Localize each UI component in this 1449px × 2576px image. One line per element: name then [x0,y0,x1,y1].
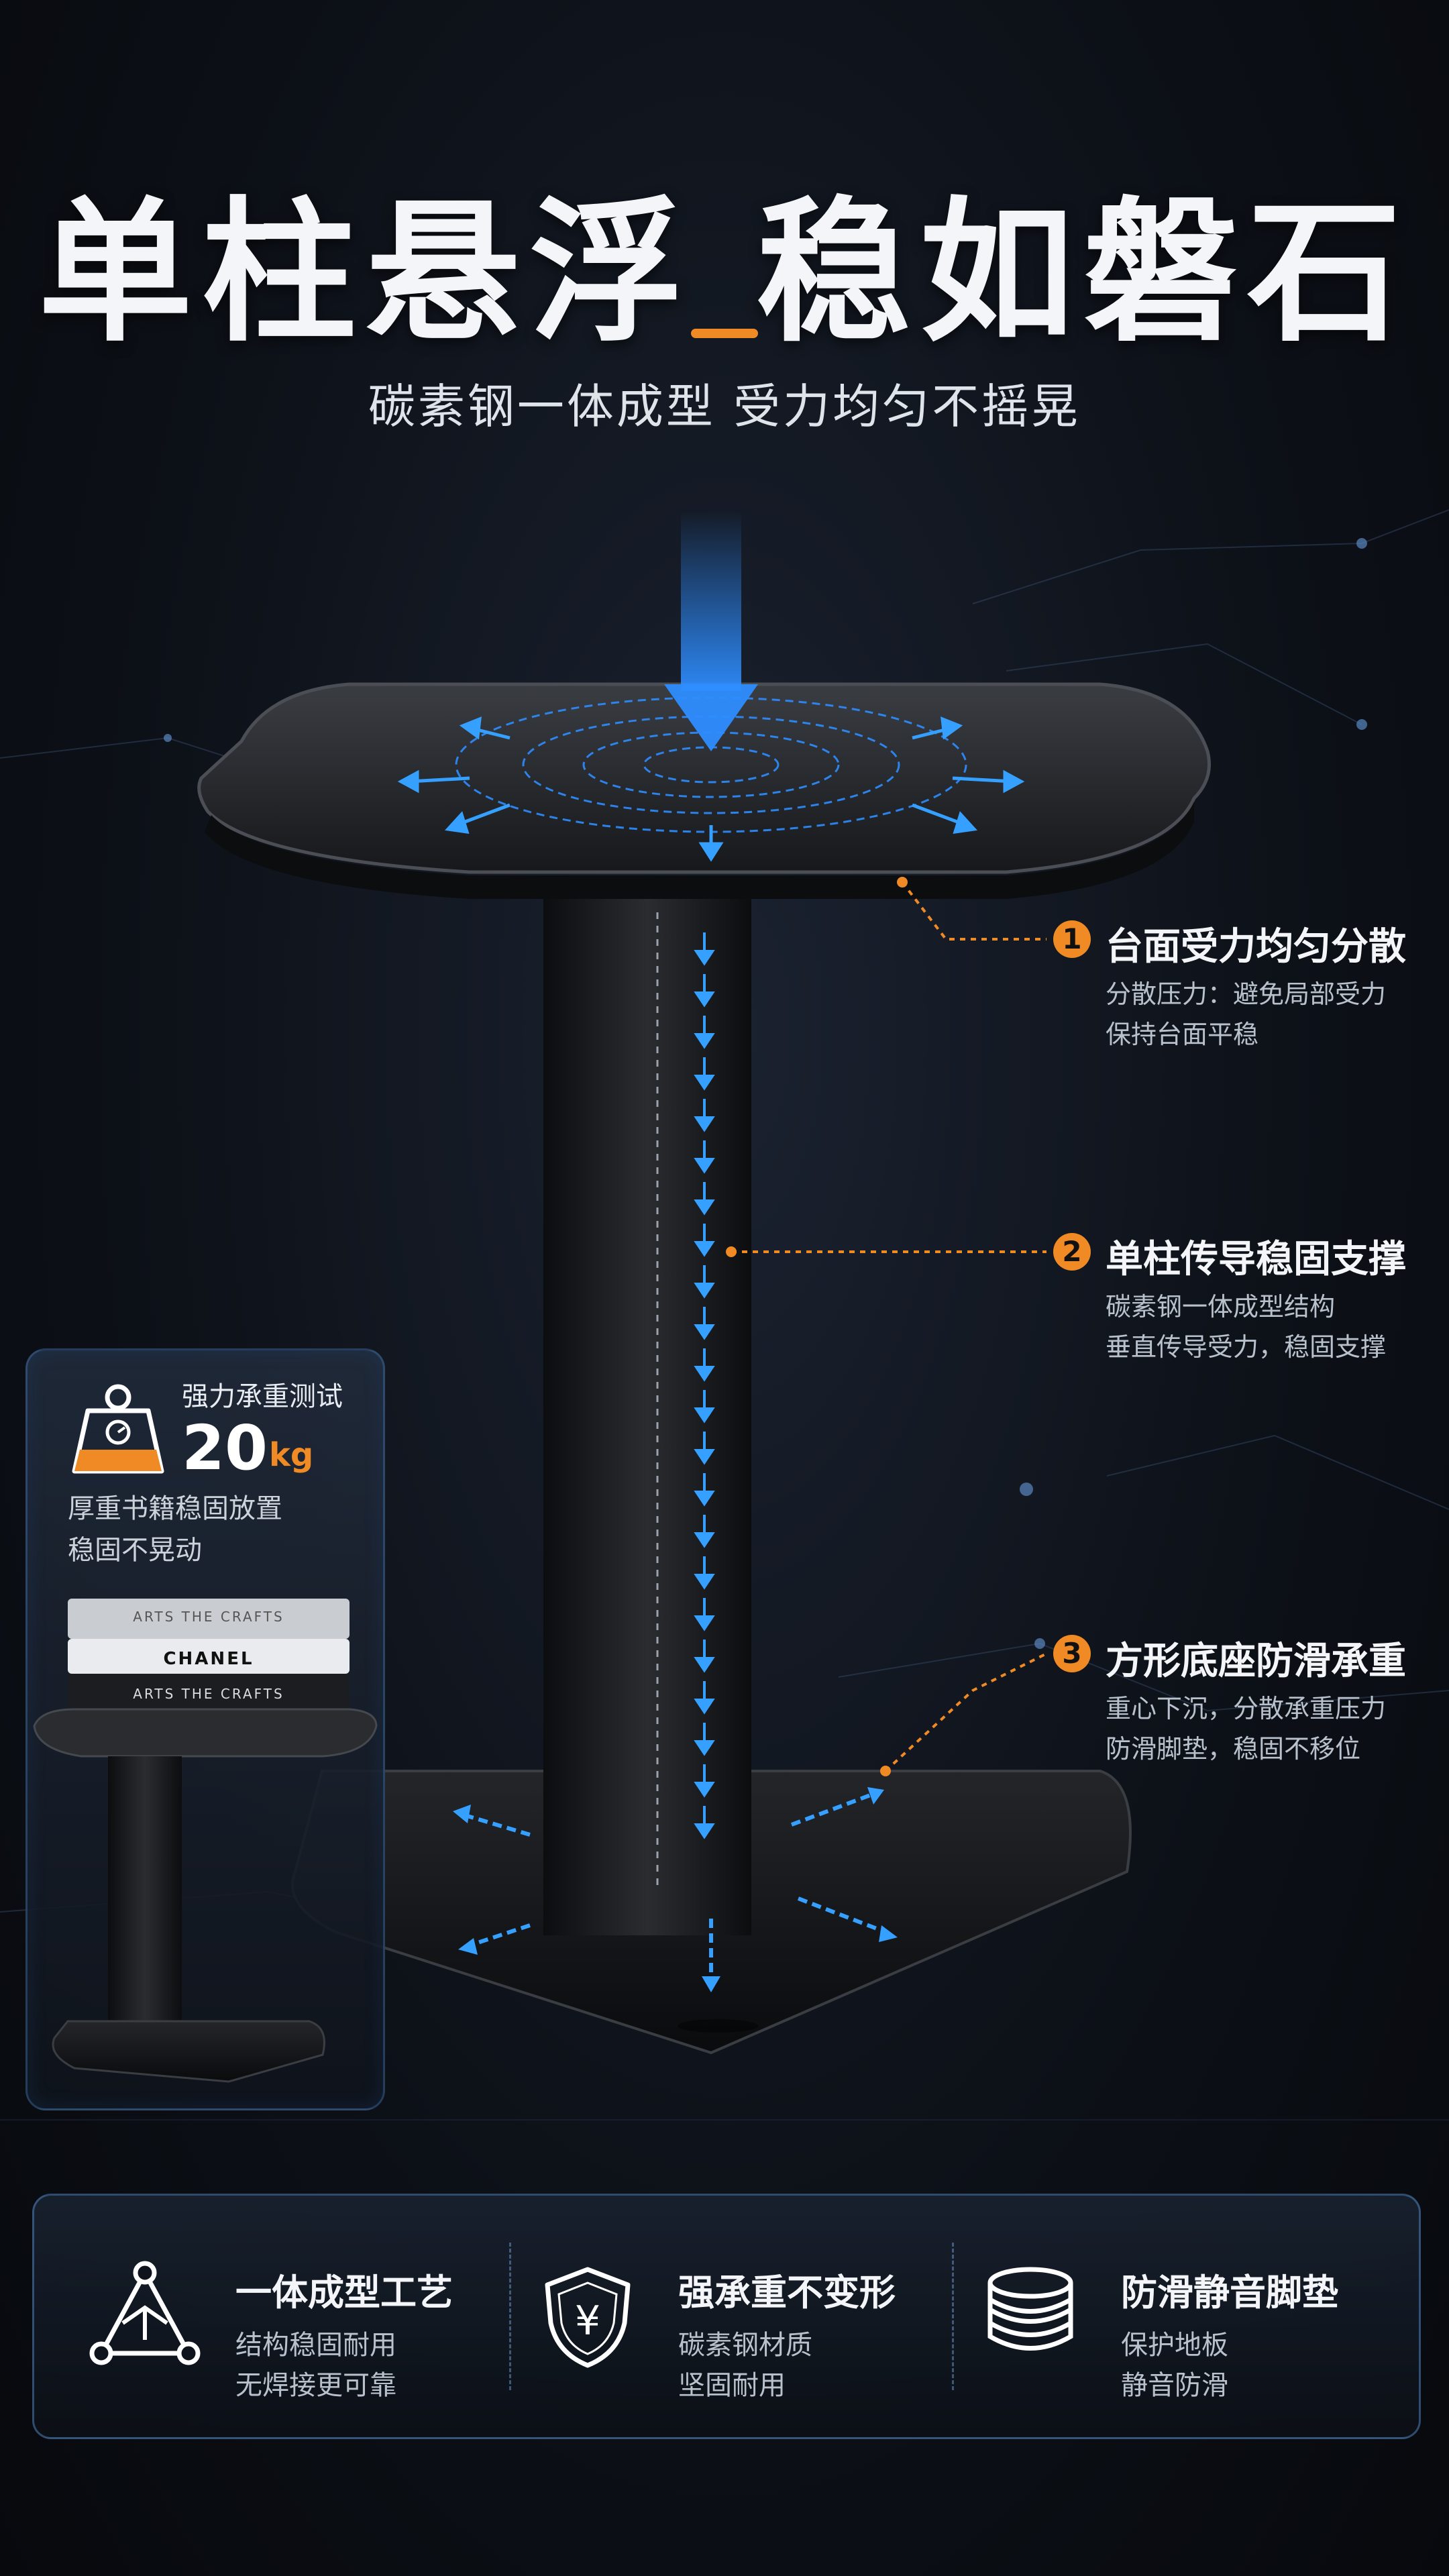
feature-desc: 坚固耐用 [678,2370,786,2401]
feature-desc: 无焊接更可靠 [235,2370,396,2401]
force-beam [681,510,741,691]
book-spine-2: CHANEL [163,1649,254,1669]
callout-desc-line: 重心下沉，分散承重压力 [1106,1694,1387,1723]
callout-desc-line: 防滑脚垫，稳固不移位 [1106,1734,1361,1764]
column-arrow-head [694,1324,715,1340]
callout-desc: 分散压力：避免局部受力 保持台面平稳 [1106,974,1386,1055]
load-test-card: 强力承重测试 20 kg 厚重书籍稳固放置 稳固不晃动 ARTS THE CRA… [25,1348,385,2110]
column-arrow-head [694,1116,715,1132]
book-spine-1: ARTS THE CRAFTS [133,1609,284,1625]
column-arrow-head [694,1699,715,1715]
subheadline: 碳素钢一体成型 受力均匀不摇晃 [368,379,1081,434]
feature-divider [952,2243,954,2390]
svg-text:¥: ¥ [575,2298,600,2345]
feature-bar: 一体成型工艺 结构稳固耐用 无焊接更可靠 ¥ 强承重不变形 碳素钢材质 坚固耐用… [32,2194,1421,2439]
triangle-structure-icon [89,2261,201,2365]
column-arrow-head [694,1782,715,1798]
callout-desc: 重心下沉，分散承重压力 防滑脚垫，稳固不移位 [1106,1688,1386,1769]
callout-desc-line: 分散压力：避免局部受力 [1106,979,1387,1009]
column-arrow-head [694,1532,715,1548]
feature-title: 强承重不变形 [678,2271,896,2314]
column-arrow-head [694,1075,715,1091]
load-test-desc-line: 稳固不晃动 [68,1535,202,1566]
callout-number: 3 [1053,1635,1091,1672]
feature-desc: 保护地板 [1121,2330,1228,2361]
foot-pad-stack-icon [987,2267,1073,2351]
callout-desc-line: 碳素钢一体成型结构 [1106,1292,1336,1322]
load-test-label: 强力承重测试 [182,1381,343,1412]
column-arrow-head [694,1574,715,1590]
shield-icon: ¥ [545,2267,631,2368]
callout-title: 台面受力均匀分散 [1106,925,1406,969]
load-test-unit: kg [269,1436,314,1474]
callout-title: 单柱传导稳固支撑 [1106,1238,1406,1281]
weight-icon [72,1384,164,1474]
load-test-desc-line: 厚重书籍稳固放置 [68,1493,282,1524]
table-column [543,896,751,1935]
title-divider [691,329,758,338]
callout-number: 1 [1053,920,1091,958]
column-arrow-head [694,1491,715,1507]
column-arrow-head [694,991,715,1008]
column-arrow-head [694,1199,715,1216]
column-arrow-head [694,1449,715,1465]
base-arrows [462,1792,887,1979]
book-spine-3: ARTS THE CRAFTS [133,1686,284,1702]
feature-desc: 结构稳固耐用 [235,2330,396,2361]
column-arrow-head [694,950,715,966]
feature-desc: 碳素钢材质 [678,2330,812,2361]
column-arrow-head [694,1823,715,1839]
callout-number: 2 [1053,1233,1091,1271]
column-arrow-head [694,1740,715,1756]
column-arrow-head [694,1407,715,1424]
column-arrow-head [694,1033,715,1049]
column-arrow-head [694,1657,715,1673]
feature-item: 防滑静音脚垫 保护地板 静音防滑 [920,2196,1362,2437]
feature-item: 一体成型工艺 结构稳固耐用 无焊接更可靠 [34,2196,477,2437]
feature-title: 一体成型工艺 [235,2271,453,2314]
column-arrow-head [694,1615,715,1631]
load-test-value: 20 [182,1412,268,1484]
spread-arrows [397,716,1025,862]
feature-desc: 静音防滑 [1121,2370,1228,2401]
callout-desc-line: 保持台面平稳 [1106,1020,1259,1049]
column-arrow-head [694,1366,715,1382]
mini-table-with-books [33,1599,378,2083]
column-arrow-head [694,1241,715,1257]
feature-divider [509,2243,511,2390]
feature-title: 防滑静音脚垫 [1121,2271,1338,2314]
callout-desc: 碳素钢一体成型结构 垂直传导受力，稳固支撑 [1106,1287,1386,1367]
callout-title: 方形底座防滑承重 [1106,1640,1406,1683]
feature-item: ¥ 强承重不变形 碳素钢材质 坚固耐用 [477,2196,920,2437]
load-test-desc: 厚重书籍稳固放置 稳固不晃动 [68,1488,282,1571]
callout-desc-line: 垂直传导受力，稳固支撑 [1106,1332,1387,1362]
column-arrow-head [694,1283,715,1299]
column-arrow-head [694,1158,715,1174]
